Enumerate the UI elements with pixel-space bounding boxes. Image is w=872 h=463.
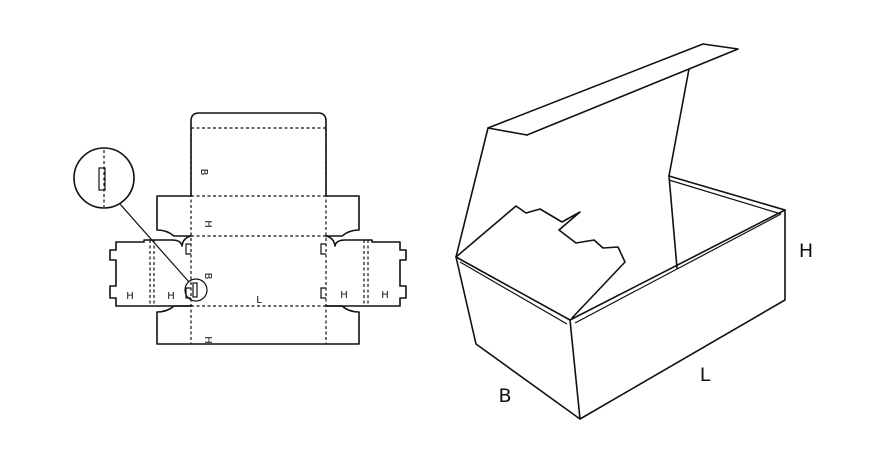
box-label-b: B xyxy=(498,385,511,407)
inner-back-corner xyxy=(668,175,678,269)
magnified-slot xyxy=(98,167,106,191)
label-right-end-outer-h: H xyxy=(381,290,389,301)
left-lock-tab xyxy=(185,243,191,299)
detail-marker-circle xyxy=(184,278,208,302)
label-base-l: L xyxy=(256,295,262,306)
end-panel-inner xyxy=(459,261,568,325)
box-label-h: H xyxy=(799,240,813,262)
lid-fold-edge xyxy=(526,68,690,136)
left-end-flap xyxy=(109,235,192,307)
lower-side-panel xyxy=(156,305,360,345)
tuck-flap xyxy=(455,205,626,319)
right-end-flap xyxy=(325,235,407,307)
callout-line xyxy=(119,203,190,283)
label-lid-b: B xyxy=(198,169,209,176)
right-lock-tab xyxy=(320,243,326,299)
upper-side-panel xyxy=(156,195,360,237)
label-base-b: B xyxy=(202,273,213,280)
box-lid xyxy=(455,43,739,258)
lid-fold-edge xyxy=(487,127,528,136)
box-rim-back xyxy=(579,175,786,420)
lid-flap xyxy=(190,112,327,197)
label-left-end-outer-h: H xyxy=(126,291,134,302)
label-left-end-inner-h: H xyxy=(167,291,175,302)
box-label-l: L xyxy=(700,364,711,386)
magnified-detail-circle xyxy=(73,147,135,209)
detail-marker-slot xyxy=(192,282,198,298)
label-right-end-inner-h: H xyxy=(340,290,348,301)
label-upper-side-h: H xyxy=(202,220,213,228)
label-lower-side-h: H xyxy=(202,336,213,344)
rim-inner-edge xyxy=(668,179,782,215)
box-end-panel xyxy=(455,256,581,420)
assembled-box xyxy=(455,43,786,420)
box-front-panel xyxy=(569,209,786,321)
front-panel-inner xyxy=(574,213,782,324)
dieline: B H B L H H H H H xyxy=(73,112,407,345)
